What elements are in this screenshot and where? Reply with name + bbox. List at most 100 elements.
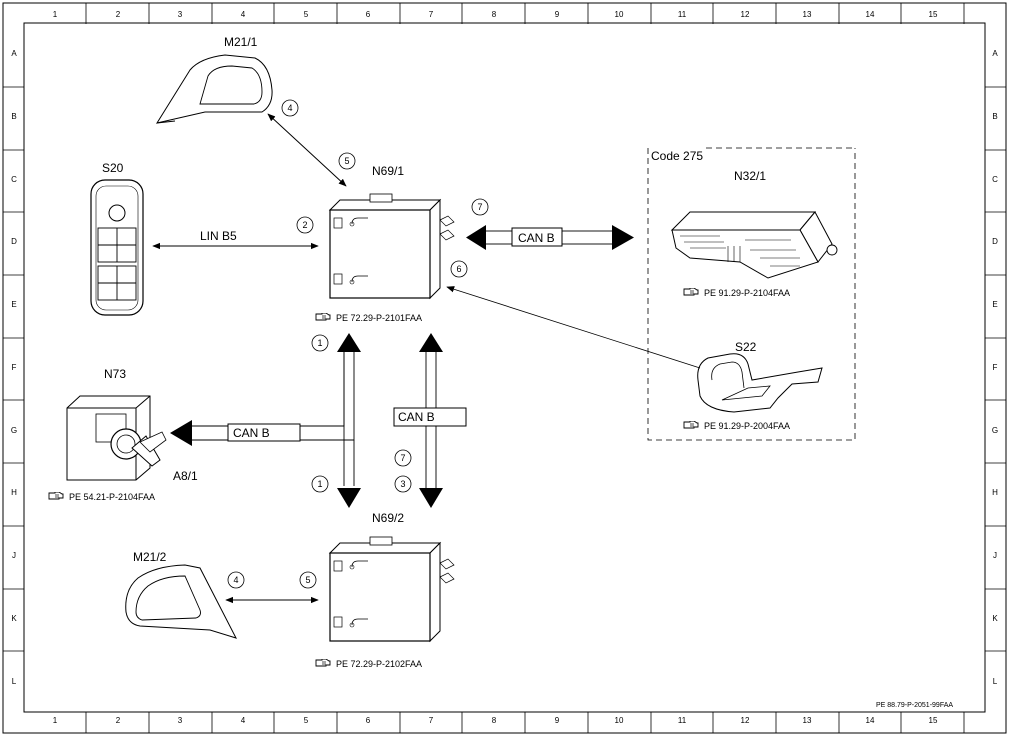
hand-pointer-icon bbox=[315, 659, 331, 667]
n32-1-label: N32/1 bbox=[734, 169, 766, 183]
control-unit-n32-1 bbox=[670, 211, 838, 279]
can-bus-vertical bbox=[393, 333, 467, 508]
row-label: F bbox=[993, 363, 998, 372]
n32-1-reference[interactable]: PE 91.29-P-2104FAA bbox=[704, 288, 790, 298]
row-labels: A B C D E F G H J K L A B C D E F G H J … bbox=[11, 49, 998, 686]
row-label: A bbox=[11, 49, 17, 58]
row-label: J bbox=[12, 551, 16, 560]
n73-reference[interactable]: PE 54.21-P-2104FAA bbox=[69, 492, 155, 502]
col-label: 14 bbox=[866, 716, 875, 725]
m21-2-label: M21/2 bbox=[133, 550, 167, 564]
col-label: 5 bbox=[304, 10, 309, 19]
row-label: D bbox=[11, 237, 17, 246]
s22-reference[interactable]: PE 91.29-P-2004FAA bbox=[704, 421, 790, 431]
control-unit-n69-1 bbox=[329, 193, 455, 299]
col-label: 4 bbox=[241, 716, 246, 725]
can-b-label-n73: CAN B bbox=[233, 426, 270, 440]
callout-7-right: 7 bbox=[477, 202, 482, 212]
row-label: H bbox=[11, 488, 17, 497]
control-unit-n69-2 bbox=[329, 536, 455, 642]
col-label: 9 bbox=[555, 10, 560, 19]
col-label: 12 bbox=[741, 716, 750, 725]
col-label: 3 bbox=[178, 10, 183, 19]
s20-label: S20 bbox=[102, 161, 124, 175]
s22-label: S22 bbox=[735, 340, 757, 354]
hand-pointer-icon bbox=[683, 288, 699, 296]
connections bbox=[152, 113, 701, 604]
row-label: E bbox=[992, 300, 997, 309]
col-label: 1 bbox=[53, 716, 58, 725]
row-label: G bbox=[11, 426, 17, 435]
code-label: Code 275 bbox=[651, 149, 703, 163]
col-label: 2 bbox=[116, 10, 121, 19]
n69-1-reference[interactable]: PE 72.29-P-2101FAA bbox=[336, 313, 422, 323]
col-label: 13 bbox=[803, 716, 812, 725]
row-label: L bbox=[993, 677, 998, 686]
row-label: C bbox=[11, 175, 17, 184]
col-label: 15 bbox=[929, 716, 938, 725]
col-label: 1 bbox=[53, 10, 58, 19]
a8-1-label: A8/1 bbox=[173, 469, 198, 483]
callout-1-down: 1 bbox=[317, 479, 322, 489]
row-label: C bbox=[992, 175, 998, 184]
col-label: 8 bbox=[492, 716, 497, 725]
row-label: L bbox=[12, 677, 17, 686]
row-label: A bbox=[992, 49, 998, 58]
row-label: F bbox=[12, 363, 17, 372]
switch-s20 bbox=[90, 179, 144, 316]
row-label: K bbox=[992, 614, 998, 623]
row-label: B bbox=[992, 112, 997, 121]
row-label: K bbox=[11, 614, 17, 623]
footer-document-id: PE 88.79-P-2051-99FAA bbox=[876, 702, 953, 709]
mirror-m21-1 bbox=[155, 54, 273, 124]
col-label: 13 bbox=[803, 10, 812, 19]
can-b-label-vertical: CAN B bbox=[398, 410, 435, 424]
mirror-m21-2 bbox=[125, 564, 237, 639]
callout-2: 2 bbox=[302, 220, 307, 230]
n69-2-label: N69/2 bbox=[372, 511, 404, 525]
seat-switch-s22 bbox=[697, 353, 823, 413]
hand-pointer-icon bbox=[48, 492, 64, 500]
col-label: 10 bbox=[615, 10, 624, 19]
column-labels: 1 2 3 4 5 6 7 8 9 10 11 12 13 14 15 1 2 … bbox=[53, 10, 938, 725]
row-label: D bbox=[992, 237, 998, 246]
callout-5-top: 5 bbox=[344, 156, 349, 166]
callout-1-up: 1 bbox=[317, 338, 322, 348]
col-label: 5 bbox=[304, 716, 309, 725]
n73-label: N73 bbox=[104, 367, 126, 381]
n69-1-label: N69/1 bbox=[372, 164, 404, 178]
column-ticks bbox=[85, 3, 965, 733]
row-label: B bbox=[11, 112, 16, 121]
row-label: G bbox=[992, 426, 998, 435]
callout-6: 6 bbox=[456, 264, 461, 274]
col-label: 6 bbox=[366, 10, 371, 19]
callout-5-bottom: 5 bbox=[305, 575, 310, 585]
ignition-switch-n73 bbox=[66, 395, 167, 481]
code-275-region: Code 275 bbox=[647, 147, 856, 441]
callout-4-bottom: 4 bbox=[233, 575, 238, 585]
can-bus-n32 bbox=[466, 225, 634, 250]
col-label: 15 bbox=[929, 10, 938, 19]
callout-4-top: 4 bbox=[287, 103, 292, 113]
row-label: H bbox=[992, 488, 998, 497]
col-label: 10 bbox=[615, 716, 624, 725]
can-bus-n73 bbox=[170, 333, 361, 508]
can-b-label-n32: CAN B bbox=[518, 231, 555, 245]
m21-1-label: M21/1 bbox=[224, 35, 258, 49]
callout-7-low: 7 bbox=[400, 453, 405, 463]
col-label: 8 bbox=[492, 10, 497, 19]
row-label: E bbox=[11, 300, 16, 309]
col-label: 9 bbox=[555, 716, 560, 725]
n69-2-reference[interactable]: PE 72.29-P-2102FAA bbox=[336, 659, 422, 669]
col-label: 11 bbox=[678, 716, 687, 725]
hand-pointer-icon bbox=[683, 421, 699, 429]
col-label: 2 bbox=[116, 716, 121, 725]
col-label: 12 bbox=[741, 10, 750, 19]
col-label: 4 bbox=[241, 10, 246, 19]
row-label: J bbox=[993, 551, 997, 560]
col-label: 14 bbox=[866, 10, 875, 19]
callouts: 4 5 2 7 6 1 1 7 3 4 5 bbox=[227, 99, 489, 589]
callout-3: 3 bbox=[400, 479, 405, 489]
